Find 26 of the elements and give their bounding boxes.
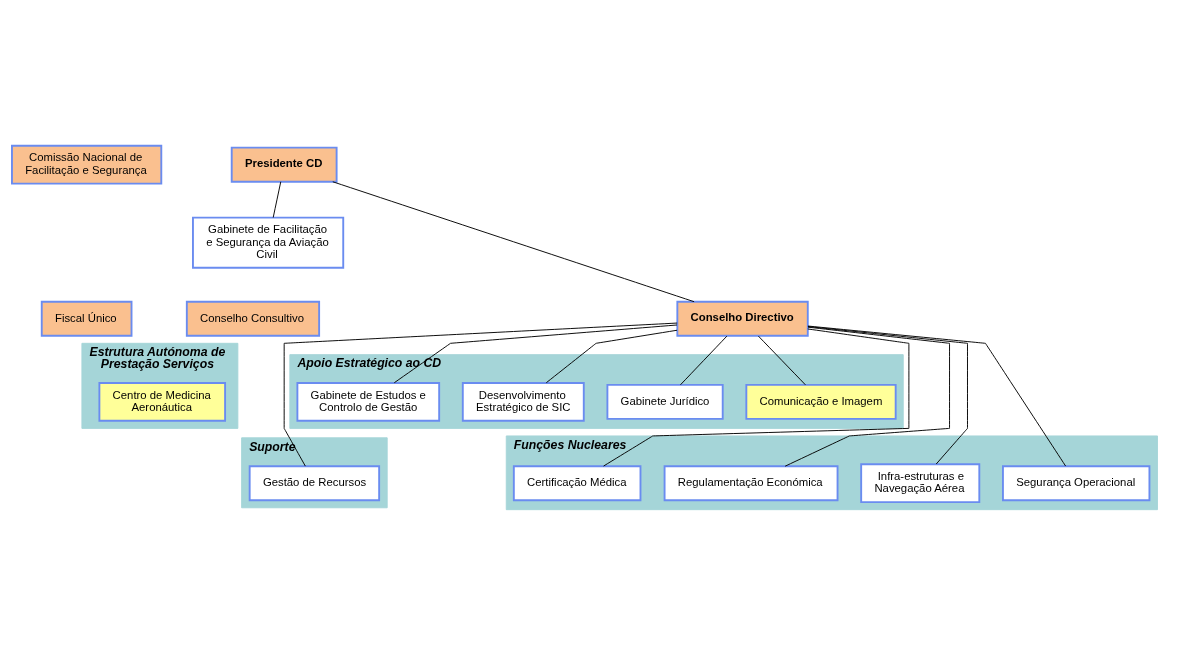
connector <box>784 326 950 467</box>
node-box: Conselho Directivo <box>676 300 809 337</box>
node-box: Gabinete de Facilitação e Segurança da Aviação Civil <box>192 216 345 269</box>
node-box: Gestão de Recursos <box>248 465 381 502</box>
connector <box>603 328 910 467</box>
node-box: Gabinete Jurídico <box>606 383 724 420</box>
node-box: Conselho Consultivo <box>185 300 321 337</box>
node-box: Gabinete de Estudos e Controlo de Gestão <box>296 382 441 422</box>
connector <box>807 325 1067 467</box>
connector <box>283 322 678 467</box>
connector <box>757 335 806 386</box>
node-box: Infra-estruturas e Navegação Aérea <box>860 463 981 504</box>
node-box: Comunicação e Imagem <box>745 383 897 420</box>
node-box: Segurança Operacional <box>1002 465 1151 502</box>
node-box: Regulamentação Económica <box>663 465 839 502</box>
connector <box>679 335 728 386</box>
node-box: Comissão Nacional de Facilitação e Segurança <box>11 144 163 185</box>
connector <box>272 181 282 218</box>
connector <box>545 329 678 384</box>
node-box: Centro de Medicina Aeronáutica <box>98 382 227 422</box>
node-box: Fiscal Único <box>40 300 133 337</box>
node-box: Certificação Médica <box>512 465 642 502</box>
node-box: Presidente CD <box>230 146 338 183</box>
connector <box>332 181 695 303</box>
node-box: Desenvolvimento Estratégico de SIC <box>461 382 585 422</box>
connector <box>393 324 678 384</box>
